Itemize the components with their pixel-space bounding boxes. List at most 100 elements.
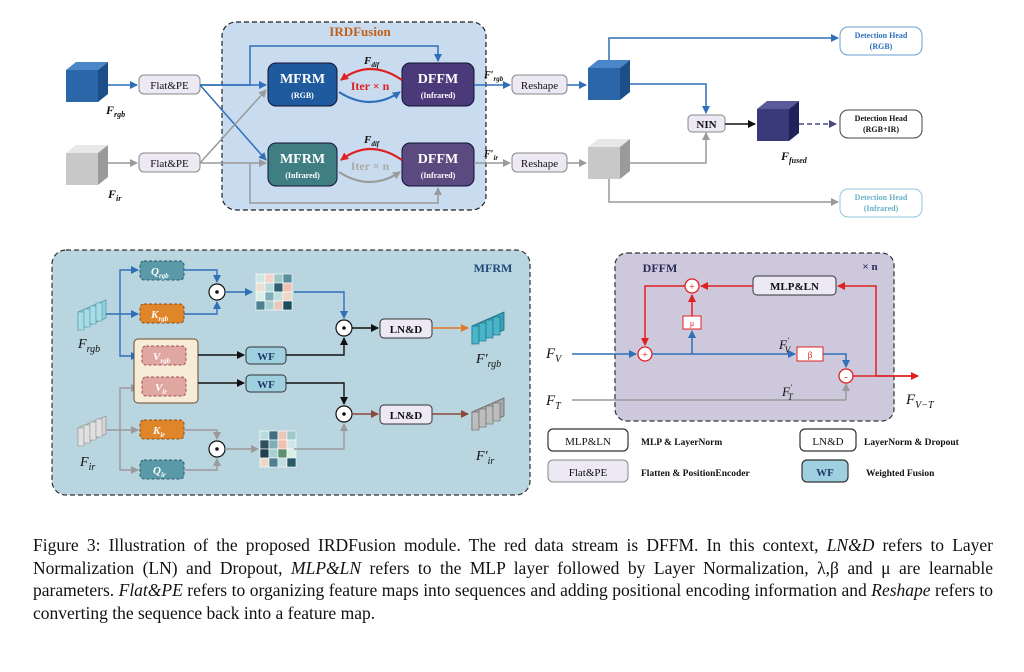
detection-head-ir-line2: (Infrared) xyxy=(864,204,899,213)
caption-line-4b: refers to converting the sequence back xyxy=(33,580,993,623)
legend-flat-key-text: Flat&PE xyxy=(569,467,608,479)
attention-cell xyxy=(255,291,266,302)
attention-cell xyxy=(268,430,279,441)
legend-wf-key xyxy=(801,459,849,483)
caption-mlp-term: MLP&LN xyxy=(291,557,362,578)
attention-cell xyxy=(264,291,275,302)
caption-line-3b: refers to organizing feature maps into xyxy=(182,580,451,601)
caption-flat-term: Flat&PE xyxy=(118,580,183,601)
iter-bottom-label: Iter × n xyxy=(351,159,390,173)
v-ir-box xyxy=(141,376,187,397)
mfrm-ir-title: MFRM xyxy=(280,152,325,167)
caption-line-1: Figure 3: Illustration of the proposed I… xyxy=(33,535,819,555)
attention-cell xyxy=(264,282,275,293)
dffm-bottom-box xyxy=(401,142,475,187)
caption-line-3a: Layer Normalization, λ,β and μ are learn… xyxy=(33,557,994,601)
mfrm-in-ir-label: Fir xyxy=(79,455,95,473)
dffm-panel-title: DFFM xyxy=(643,261,678,275)
reshape-bottom-label: Reshape xyxy=(521,158,558,170)
fir-stack-icon xyxy=(77,415,107,447)
attention-cell xyxy=(282,291,293,302)
attention-cell xyxy=(282,300,293,311)
mfrm-ir-box xyxy=(267,142,338,187)
fdif-bottom-label: Fdif xyxy=(363,134,380,148)
attention-cell xyxy=(286,448,297,459)
detection-head-fused xyxy=(839,109,923,139)
lnd-label-bottom: LN&D xyxy=(390,410,422,422)
k-rgb-label: Krgb xyxy=(150,309,169,323)
fused-cube xyxy=(757,101,799,141)
attention-cell xyxy=(286,457,297,468)
dffm-bottom-sub: (Infrared) xyxy=(421,171,456,180)
legend-mlp-key-text: MLP&LN xyxy=(565,436,611,448)
fdif-top-label: Fdif xyxy=(363,55,380,69)
attention-cell xyxy=(259,457,270,468)
legend-lnd-desc: LayerNorm & Dropout xyxy=(864,438,960,448)
k-ir-label: Kir xyxy=(152,425,165,439)
detection-head-ir-line1: Detection Head xyxy=(855,193,908,202)
flatpe-ir-label: Flat&PE xyxy=(150,158,189,170)
frgb-prime-label: F′rgb xyxy=(483,70,504,83)
rgb-output-cube xyxy=(588,60,630,100)
irdfusion-title: IRDFusion xyxy=(329,24,391,39)
v-rgb-box xyxy=(141,345,187,366)
ft-label: FT xyxy=(545,393,562,412)
lnd-label-top: LN&D xyxy=(390,324,422,336)
wf-label-1: WF xyxy=(257,351,275,363)
mfrm-ir-sub: (Infrared) xyxy=(285,171,320,180)
legend-wf-key-text: WF xyxy=(816,467,834,479)
attention-cell xyxy=(255,273,266,284)
attention-cell xyxy=(286,439,297,450)
attention-cell xyxy=(268,448,279,459)
caption-line-5: into a feature map. xyxy=(243,602,376,623)
fv-label: FV xyxy=(545,346,563,365)
detection-head-rgb-line2: (RGB) xyxy=(870,42,893,51)
v-rgb-label: Vrgb xyxy=(153,351,171,365)
fir-prime-label: F′ir xyxy=(483,149,498,162)
caption-line-2a: refers to Layer Normalization (LN) and D… xyxy=(33,535,993,578)
iter-top-label: Iter × n xyxy=(351,79,390,93)
ffused-label: Ffused xyxy=(780,149,808,165)
attention-cell xyxy=(259,430,270,441)
caption-lnd-term: LN&D xyxy=(826,535,875,555)
fir-label: Fir xyxy=(107,187,122,203)
mfrm-out-rgb-label: F′rgb xyxy=(475,352,501,370)
mfrm-panel-title: MFRM xyxy=(474,261,513,275)
attention-cell xyxy=(255,300,266,311)
attention-map-rgb xyxy=(255,273,293,311)
attention-map-ir xyxy=(259,430,297,468)
attention-cell xyxy=(286,430,297,441)
v-ir-label: Vir xyxy=(155,382,167,396)
detection-head-rgb xyxy=(839,26,923,56)
out-ir-stack-icon xyxy=(471,397,505,431)
dffm-bottom-title: DFFM xyxy=(418,152,458,167)
mfrm-in-rgb-label: Frgb xyxy=(77,337,100,355)
dffm-times-n: × n xyxy=(862,261,877,273)
mfrm-rgb-box xyxy=(267,62,338,107)
attention-cell xyxy=(273,273,284,284)
legend-flat-desc: Flatten & PositionEncoder xyxy=(641,469,750,479)
legend-mlp-desc: MLP & LayerNorm xyxy=(641,438,722,448)
caption-line-4a: sequences and adding positional encoding… xyxy=(454,580,872,601)
attention-cell xyxy=(264,300,275,311)
out-rgb-stack-icon xyxy=(471,311,505,345)
attention-cell xyxy=(277,448,288,459)
mfrm-out-ir-label: F′ir xyxy=(475,449,494,467)
attention-cell xyxy=(259,448,270,459)
q-ir-label: Qir xyxy=(153,465,166,479)
caption-line-2b: refers to the MLP layer followed by xyxy=(361,557,646,578)
ir-output-cube xyxy=(588,139,630,179)
attention-cell xyxy=(273,300,284,311)
legend-wf-desc: Weighted Fusion xyxy=(866,469,935,479)
attention-cell xyxy=(282,273,293,284)
legend-mlp-key xyxy=(547,428,629,452)
frgb-label: Frgb xyxy=(105,103,125,119)
figure-diagram: IRDFusion Frgb Fir Flat&PE Flat&PE MFRM … xyxy=(51,21,960,496)
reshape-top-label: Reshape xyxy=(521,80,558,92)
ft-prime-label: F′T xyxy=(781,383,794,402)
frgb-stack-icon xyxy=(77,299,107,331)
attention-cell xyxy=(273,282,284,293)
minus-node-sign: - xyxy=(844,371,848,383)
attention-cell xyxy=(282,282,293,293)
dffm-top-sub: (Infrared) xyxy=(421,91,456,100)
